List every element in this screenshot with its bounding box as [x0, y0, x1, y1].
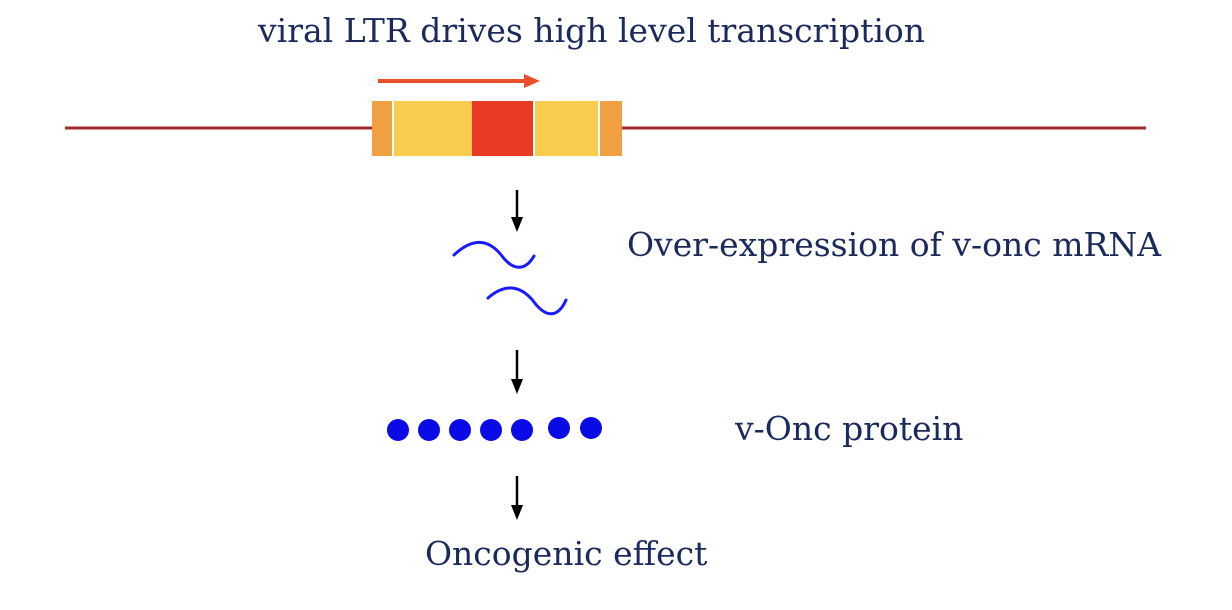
ltr-left-segment [394, 101, 472, 156]
protein-chain [387, 417, 602, 441]
protein-dot-icon [580, 417, 602, 439]
protein-dot-icon [480, 419, 502, 441]
protein-dot-icon [387, 419, 409, 441]
provirus-block [372, 101, 622, 156]
diagram-title: viral LTR drives high level transcriptio… [258, 11, 926, 50]
flow-arrow-down-icon-2 [511, 350, 523, 394]
mrna-wave-icon-1 [452, 240, 536, 269]
flow-arrow-down-icon-3 [511, 476, 523, 520]
transcription-arrow-icon [378, 74, 540, 88]
ltr-left-cap [372, 101, 392, 156]
protein-dot-icon [548, 417, 570, 439]
ltr-right-segment [535, 101, 598, 156]
mrna-wave-icon-2 [486, 286, 568, 316]
ltr-right-cap [600, 101, 622, 156]
protein-label: v-Onc protein [735, 409, 964, 448]
protein-dot-icon [449, 419, 471, 441]
protein-dot-icon [511, 419, 533, 441]
flow-arrow-down-icon-1 [511, 190, 523, 232]
mrna-label: Over-expression of v-onc mRNA [627, 225, 1162, 264]
oncogene-segment [472, 101, 533, 156]
protein-dot-icon [418, 419, 440, 441]
effect-label: Oncogenic effect [425, 534, 708, 573]
